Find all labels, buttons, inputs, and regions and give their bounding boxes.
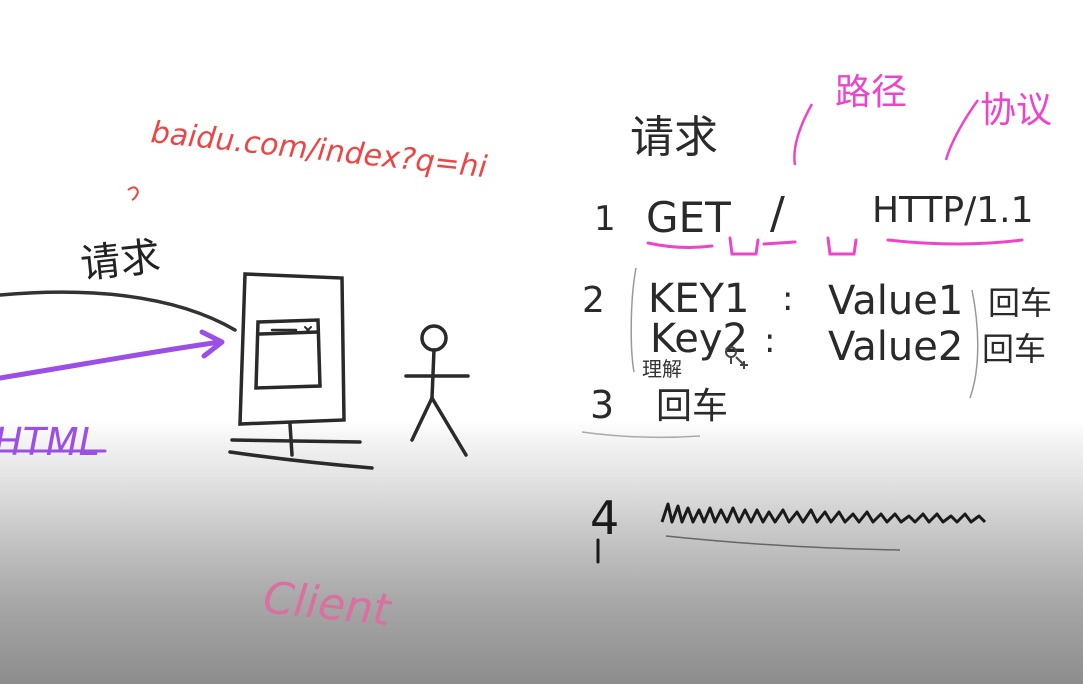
- protocol-annotation-arrow: [944, 99, 980, 161]
- header-value-1: Value1: [828, 278, 963, 324]
- body-scribble: [660, 502, 987, 524]
- request-arrow: [0, 290, 237, 332]
- header-colon-1: :: [782, 279, 793, 319]
- protocol-annotation: 协议: [980, 90, 1052, 131]
- header-bracket-right: [969, 289, 979, 399]
- line-number-2: 2: [582, 280, 605, 321]
- hook-mark: [127, 186, 140, 201]
- pen-cursor-icon: [725, 346, 748, 369]
- line1-underlines: [646, 236, 1024, 256]
- path-annotation-arrow: [793, 103, 814, 166]
- body-scribble-underline: [665, 535, 901, 551]
- header-crlf-2: 回车: [982, 330, 1046, 368]
- http-protocol: HTTP/1.1: [872, 190, 1034, 231]
- response-arrowhead: [199, 329, 225, 359]
- line3-underline: [581, 431, 701, 439]
- computer-icon: [228, 272, 374, 470]
- line-number-3: 3: [590, 383, 614, 427]
- response-arrow: [0, 339, 223, 381]
- html-label: HTML: [0, 420, 100, 464]
- header-key-2: Key2: [650, 316, 748, 362]
- header-note: 理解: [642, 357, 682, 381]
- line-number-4: 4: [590, 491, 619, 545]
- http-path: /: [770, 188, 785, 239]
- path-annotation: 路径: [835, 72, 907, 113]
- request-label-left: 请求: [78, 234, 162, 288]
- header-colon-2: :: [764, 321, 775, 361]
- header-key-1: KEY1: [648, 276, 749, 322]
- header-value-2: Value2: [828, 324, 963, 370]
- http-method: GET: [646, 193, 731, 242]
- header-bracket: [630, 267, 637, 373]
- url-text: baidu.com/index?q=hi: [149, 115, 489, 185]
- line3-text: 回车: [656, 386, 728, 427]
- request-heading: 请求: [630, 112, 718, 163]
- header-crlf-1: 回车: [988, 284, 1052, 322]
- line-number-1: 1: [594, 199, 616, 239]
- client-label: Client: [261, 572, 395, 636]
- user-figure-icon: [404, 324, 470, 457]
